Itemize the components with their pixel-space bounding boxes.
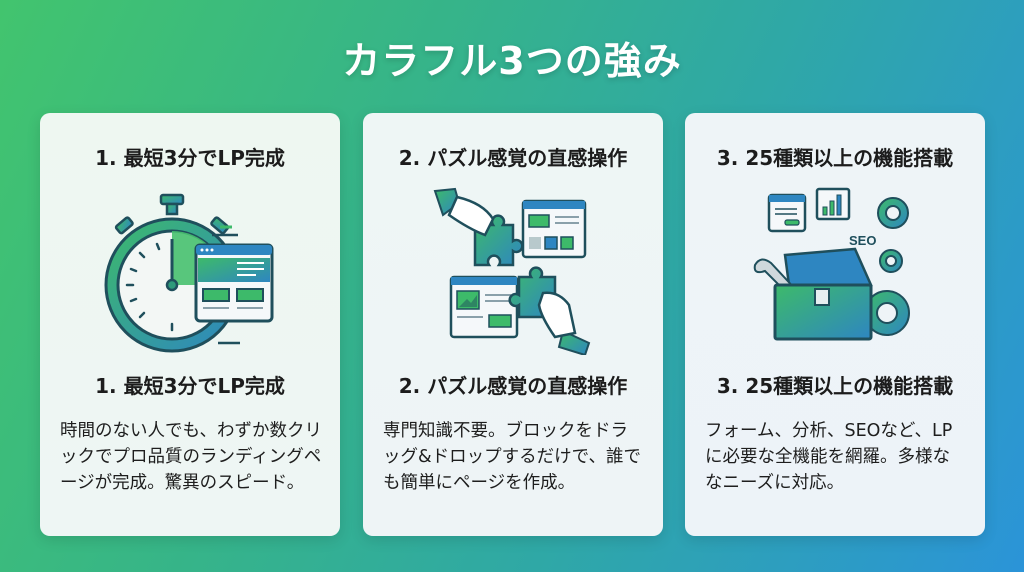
stopwatch-with-webpage-icon — [100, 185, 280, 355]
card-description: フォーム、分析、SEOなど、LPに必要な全機能を網羅。多様ななニーズに対応。 — [705, 421, 953, 493]
card-heading: 2. パズル感覚の直感操作 — [398, 146, 628, 170]
toolbox-gears-seo-icon: SEO — [745, 185, 925, 355]
card-description: 専門知識不要。ブロックをドラッグ&ドロップするだけで、誰でも簡単にページを作成。 — [383, 421, 641, 493]
seo-label: SEO — [849, 233, 876, 248]
card-subheading: 3. 25種類以上の機能搭載 — [716, 374, 954, 398]
card-description: 時間のない人でも、わずか数クリックでプロ品質のランディングページが完成。驚異のス… — [60, 421, 322, 493]
feature-card-intuitive: 2. パズル感覚の直感操作 — [363, 113, 663, 536]
card-heading: 1. 最短3分でLP完成 — [95, 146, 285, 170]
page-title: カラフル3つの強み — [342, 39, 682, 83]
feature-card-features: 3. 25種類以上の機能搭載 SEO — [685, 113, 985, 536]
feature-card-speed: 1. 最短3分でLP完成 — [40, 113, 340, 536]
puzzle-hands-webpages-icon — [423, 185, 603, 357]
card-heading: 3. 25種類以上の機能搭載 — [716, 146, 954, 170]
card-subheading: 2. パズル感覚の直感操作 — [398, 374, 628, 398]
card-subheading: 1. 最短3分でLP完成 — [95, 374, 285, 398]
